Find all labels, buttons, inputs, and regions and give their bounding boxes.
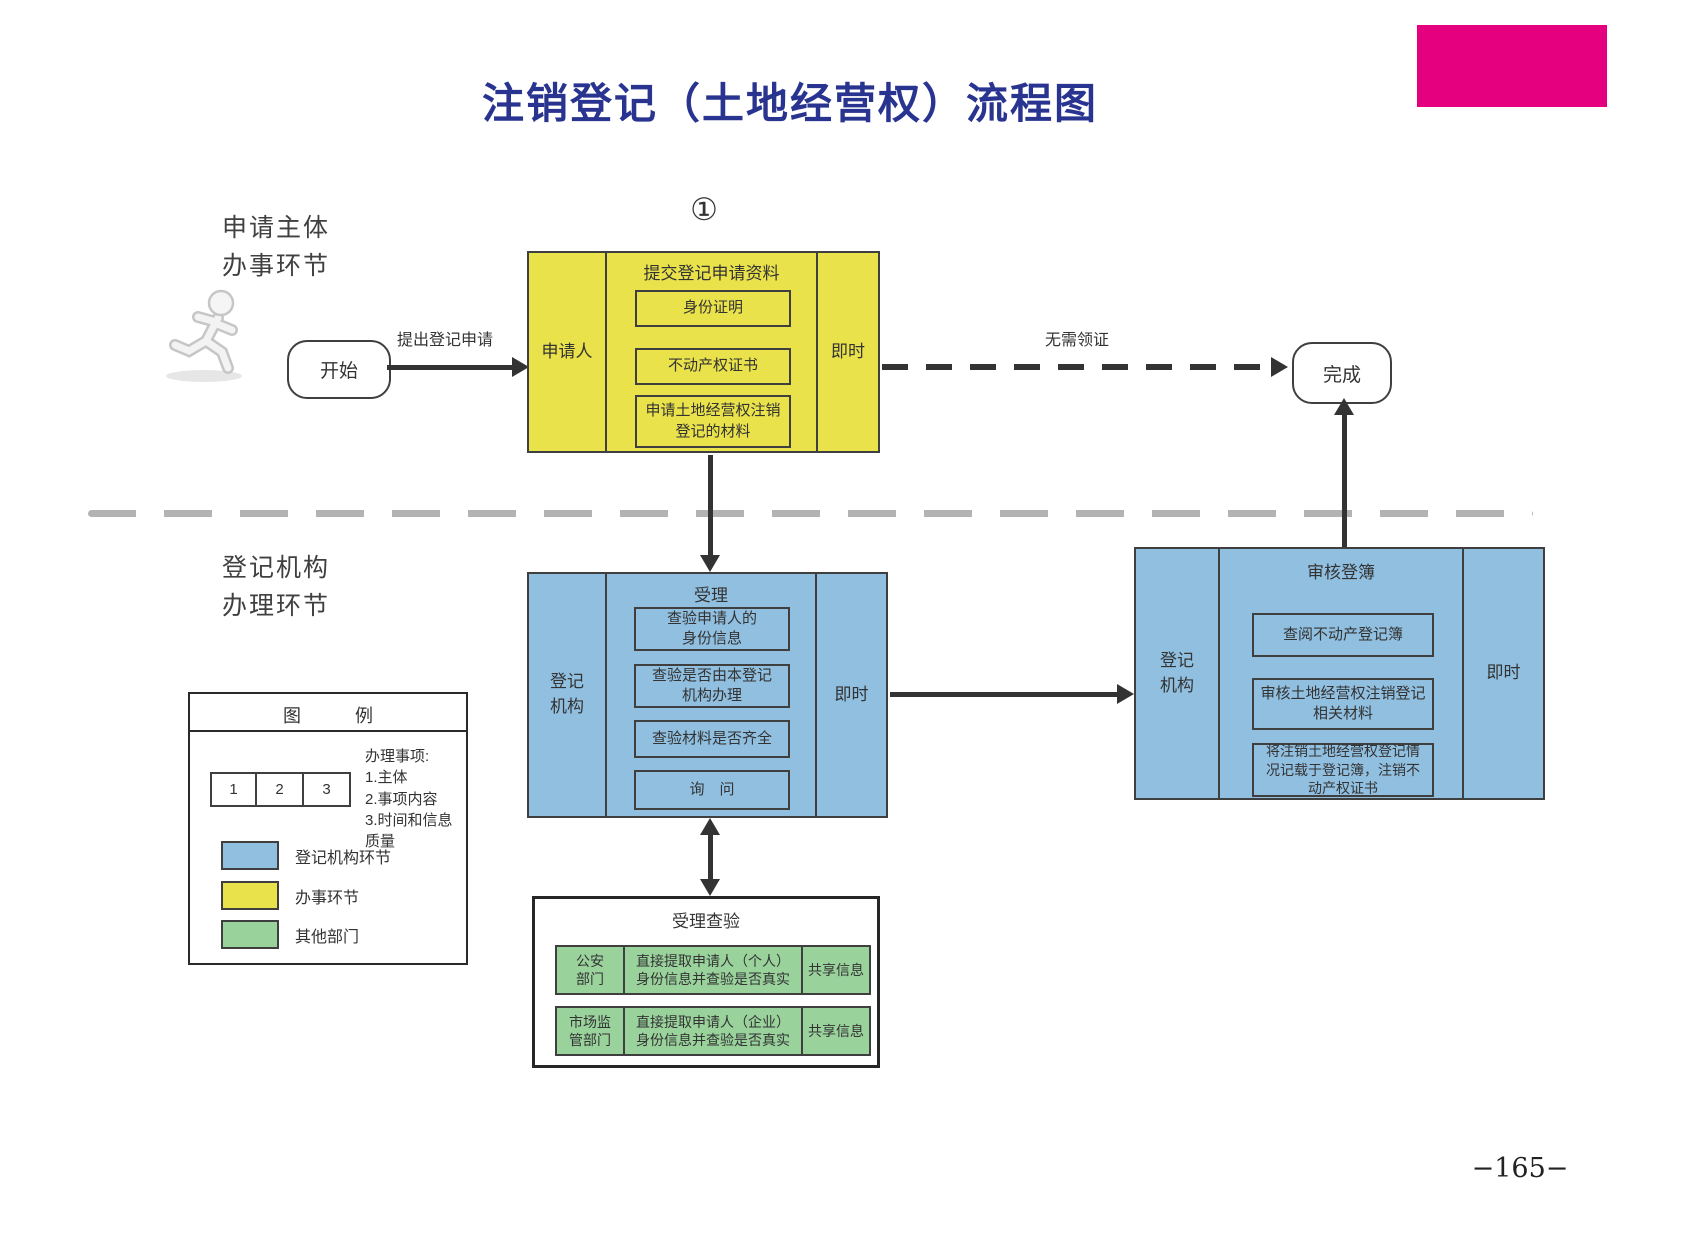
legend-cell-1: 1 [210, 772, 257, 807]
legend-divider [190, 730, 466, 732]
verify-mode-cell: 共享信息 [803, 1006, 871, 1056]
runner-icon [166, 289, 242, 382]
review-content-cell: 审核登簿 查阅不动产登记簿 审核土地经营权注销登记 相关材料 将注销土地经营权登… [1220, 549, 1462, 798]
accept-subject-cell: 登记 机构 [529, 574, 607, 816]
edge-verify-down-arrowhead-icon [700, 879, 720, 896]
legend-cell-2: 2 [257, 772, 304, 807]
legend-entry-label: 办事环节 [295, 889, 360, 907]
legend-note: 办理事项: 1.主体 2.事项内容 3.时间和信息质量 [365, 748, 453, 851]
start-node: 开始 [287, 340, 391, 399]
verify-mode-cell: 共享信息 [803, 945, 871, 995]
verify-action-cell: 直接提取申请人（企业） 身份信息并查验是否真实 [625, 1006, 803, 1056]
page-number: −165− [1471, 1153, 1569, 1184]
runner-body [171, 313, 236, 372]
submit-item: 不动产权证书 [635, 348, 791, 385]
edge-down-arrowhead-icon [700, 555, 720, 572]
edge-review-to-finish [1342, 412, 1347, 547]
pink-accent-block [1417, 25, 1607, 107]
legend-swatch-blue [221, 841, 279, 870]
accept-item: 查验材料是否齐全 [634, 720, 790, 758]
page-title: 注销登记（土地经营权）流程图 [481, 79, 1098, 128]
verify-block: 受理查验 公安 部门 直接提取申请人（个人） 身份信息并查验是否真实 共享信息 … [532, 896, 880, 1068]
edge-review-arrowhead-icon [1117, 684, 1134, 704]
legend-entry-label: 其他部门 [295, 928, 360, 946]
lane-divider-dashed-line [88, 510, 1533, 517]
step-number-badge: ① [690, 192, 718, 227]
edge-nocert-label: 无需领证 [1044, 332, 1109, 349]
accept-content-cell: 受理 查验申请人的 身份信息 查验是否由本登记 机构办理 查验材料是否齐全 询 … [607, 574, 815, 816]
legend-numbered-cells: 1 2 3 [210, 772, 351, 807]
finish-node: 完成 [1292, 342, 1392, 404]
legend-entry: 办事环节 [221, 881, 461, 910]
submit-subject-cell: 申请人 [529, 253, 607, 451]
edge-start-label: 提出登记申请 [396, 332, 493, 349]
accept-item: 查验申请人的 身份信息 [634, 607, 790, 651]
submit-item: 申请土地经营权注销 登记的材料 [635, 395, 791, 448]
submit-item: 身份证明 [635, 290, 791, 327]
edge-accept-to-verify [708, 832, 713, 882]
verify-block-title: 受理查验 [672, 912, 740, 931]
review-item: 将注销土地经营权登记情 况记载于登记簿，注销不 动产权证书 [1252, 743, 1434, 797]
edge-verify-up-arrowhead-icon [700, 818, 720, 835]
accept-item: 查验是否由本登记 机构办理 [634, 664, 790, 708]
legend-entry: 其他部门 [221, 920, 461, 949]
review-block: 登记 机构 审核登簿 查阅不动产登记簿 审核土地经营权注销登记 相关材料 将注销… [1134, 547, 1545, 800]
edge-start-arrowhead-icon [512, 357, 529, 377]
lane-label-applicant: 申请主体 办事环节 [222, 214, 331, 280]
verify-dept-cell: 公安 部门 [555, 945, 625, 995]
legend-box: 图 例 1 2 3 办理事项: 1.主体 2.事项内容 3.时间和信息质量 登记… [188, 692, 468, 965]
edge-submit-to-finish [882, 364, 1272, 370]
edge-finish-arrowhead-icon [1334, 398, 1354, 415]
review-subject-cell: 登记 机构 [1136, 549, 1220, 798]
review-item: 审核土地经营权注销登记 相关材料 [1252, 678, 1434, 730]
legend-title: 图 例 [283, 706, 373, 726]
legend-cell-3: 3 [304, 772, 351, 807]
edge-accept-to-review [890, 692, 1120, 697]
edge-start-to-submit [387, 365, 513, 370]
start-node-label: 开始 [319, 361, 358, 382]
verify-dept-cell: 市场监 管部门 [555, 1006, 625, 1056]
accept-item: 询 问 [634, 770, 790, 810]
review-block-title: 审核登簿 [1307, 563, 1375, 582]
verify-row: 市场监 管部门 直接提取申请人（企业） 身份信息并查验是否真实 共享信息 [555, 1006, 871, 1056]
runner-head [207, 289, 235, 317]
lane-label-registry: 登记机构 办理环节 [222, 554, 331, 620]
review-time-cell: 即时 [1462, 549, 1543, 798]
submit-block-title: 提交登记申请资料 [643, 264, 780, 283]
submit-block: 申请人 提交登记申请资料 身份证明 不动产权证书 申请土地经营权注销 登记的材料… [527, 251, 880, 453]
legend-entry: 登记机构环节 [221, 841, 461, 870]
verify-action-cell: 直接提取申请人（个人） 身份信息并查验是否真实 [625, 945, 803, 995]
verify-row: 公安 部门 直接提取申请人（个人） 身份信息并查验是否真实 共享信息 [555, 945, 871, 995]
submit-time-cell: 即时 [816, 253, 878, 451]
runner-shadow [166, 370, 242, 382]
accept-block-title: 受理 [694, 586, 728, 605]
accept-time-cell: 即时 [815, 574, 886, 816]
finish-node-label: 完成 [1322, 364, 1361, 386]
submit-content-cell: 提交登记申请资料 身份证明 不动产权证书 申请土地经营权注销 登记的材料 [607, 253, 816, 451]
legend-swatch-green [221, 920, 279, 949]
legend-swatch-yellow [221, 881, 279, 910]
accept-block: 登记 机构 受理 查验申请人的 身份信息 查验是否由本登记 机构办理 查验材料是… [527, 572, 888, 818]
review-item: 查阅不动产登记簿 [1252, 613, 1434, 657]
edge-nocert-arrowhead-icon [1271, 357, 1288, 377]
edge-submit-to-accept [708, 455, 713, 557]
legend-entry-label: 登记机构环节 [295, 849, 392, 867]
